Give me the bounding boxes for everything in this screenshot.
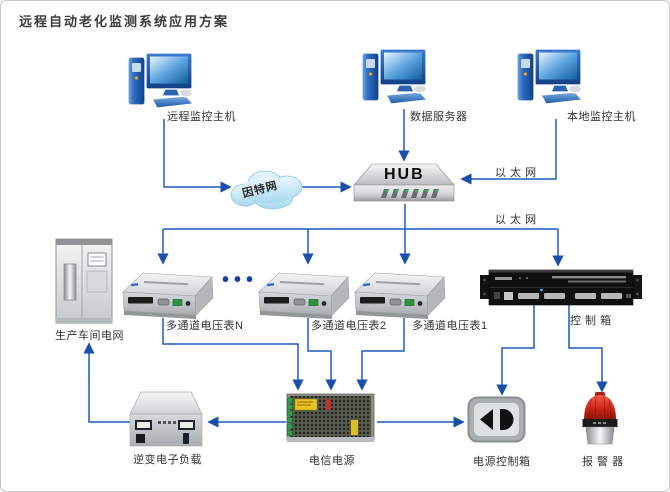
- local-host-computer-icon: [513, 47, 585, 116]
- power-control-box-label: 电源控制箱: [473, 456, 531, 468]
- control-box-label: 控 制 箱: [570, 315, 612, 327]
- telecom-power-label: 电信电源: [309, 455, 355, 467]
- ethernet-top-label: 以 太 网: [495, 167, 537, 179]
- alarm-label: 报 警 器: [582, 456, 624, 468]
- remote-host-computer-icon: [124, 51, 196, 120]
- alarm-beacon-icon: [578, 391, 622, 450]
- voltmeter-2-icon: [255, 266, 351, 325]
- voltmeter-n-icon: [119, 266, 215, 325]
- inverter-load-icon: [128, 390, 204, 455]
- factory-grid-label: 生产车间电网: [55, 330, 124, 342]
- factory-grid-cabinet-icon: [55, 238, 113, 331]
- internet-cloud-icon: [225, 165, 307, 218]
- hub-icon: [352, 162, 456, 209]
- voltmeter-n-label: 多通道电压表N: [166, 320, 244, 332]
- hub-label: HUB: [384, 166, 425, 183]
- telecom-power-icon: [286, 391, 376, 450]
- inverter-load-label: 逆变电子负载: [133, 454, 202, 466]
- local-host-label: 本地监控主机: [567, 111, 636, 123]
- control-box-icon: [480, 267, 642, 314]
- power-control-box-icon: [467, 396, 526, 448]
- voltmeter-1-icon: [351, 266, 447, 325]
- remote-host-label: 远程监控主机: [167, 111, 236, 123]
- voltmeter-1-label: 多通道电压表1: [412, 320, 488, 332]
- more-devices-ellipsis: •••: [222, 269, 259, 291]
- data-server-label: 数据服务器: [410, 111, 468, 123]
- diagram-title: 远程自动老化监测系统应用方案: [19, 14, 230, 29]
- voltmeter-2-label: 多通道电压表2: [311, 320, 387, 332]
- data-server-computer-icon: [358, 47, 430, 116]
- ethernet-bottom-label: 以 太 网: [495, 214, 537, 226]
